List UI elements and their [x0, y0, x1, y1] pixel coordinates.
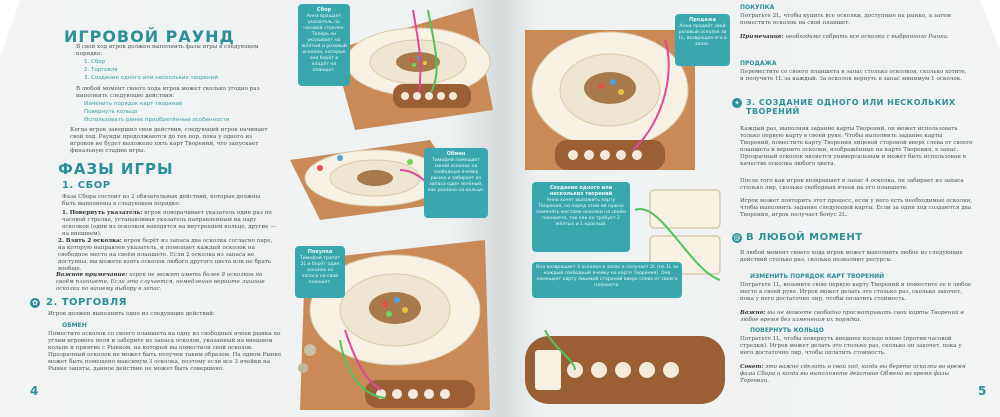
right-page: Продажа Анна продаёт свой розовый осколо… [500, 0, 1000, 417]
anytime-list: Изменить порядок карт творений Повернуть… [84, 100, 274, 124]
anytime-title: В любой момент [746, 232, 863, 243]
connector-line [634, 208, 721, 281]
gear-icon: ✿ [30, 298, 40, 308]
important-note: Важное примечание: игрок не может иметь … [56, 272, 281, 293]
clock-icon: @ [732, 233, 742, 243]
reorder-note-text: вы не можете свободно просматривать свои… [740, 310, 964, 323]
callout-title: Покупка [307, 249, 333, 255]
phases-title: Фазы игры [58, 160, 174, 178]
callout-title: Сбор [316, 7, 332, 13]
board-illustration-collect [333, 8, 493, 130]
sell-title: Продажа [740, 60, 777, 67]
collect-step2: 2. Взять 2 осколка: игрок берёт из запас… [58, 238, 280, 273]
left-page: Игровой раунд В свой ход игрок должен вы… [0, 0, 500, 417]
collect-title: 1. Сбор [62, 180, 111, 191]
trade-intro: Игрок должен выполнить одно из следующих… [48, 311, 215, 317]
player-mat [365, 380, 475, 408]
connector-line [339, 339, 386, 399]
board-illustration-sell [525, 30, 695, 170]
shard-pile [396, 52, 440, 72]
callout-buy: Покупка Тимофей тратит 2L и берёт один о… [295, 246, 345, 298]
exchange-title: Обмен [62, 322, 87, 329]
after-text: После того как игрок возвращает в запас … [740, 178, 964, 191]
board-illustration-buy [298, 240, 490, 410]
callout-sell: Продажа Анна продаёт свой розовый осколо… [675, 14, 730, 66]
connector-line [544, 330, 576, 371]
callout-text: Анна вращает указатель по часовой стрелк… [301, 14, 347, 73]
anytime-item: Повернуть кольцо [84, 109, 138, 115]
anytime-text: В любой момент своего хода игрок может в… [740, 250, 963, 263]
collect-step1-label: 1. Повернуть указатель: [62, 210, 143, 216]
page-number-left: 4 [30, 384, 39, 398]
important-text: игрок не может иметь более 8 осколков на… [56, 272, 265, 292]
rotate-text: Потратьте 1L, чтобы повернуть внешнее ко… [740, 336, 962, 356]
buy-note-label: Примечание: [740, 34, 784, 40]
phase-item: 2. Торговля [84, 67, 118, 73]
collect-step1: 1. Повернуть указатель: игрок поворачива… [62, 210, 277, 238]
round-intro: В свой ход игрок должен выполнить фазы и… [76, 44, 259, 57]
create-text: Каждый раз, выполняя задание карты Творе… [740, 126, 973, 167]
anytime-item: Использовать ранее приобретённые особенн… [84, 117, 230, 123]
callout-title: Создание одного или нескольких творений [549, 185, 613, 197]
phases-list: 1. Сбор 2. Торговля 3. Создание одного и… [84, 58, 274, 82]
board-illustration-create [525, 330, 725, 404]
reorder-note: Важно: вы не можете свободно просматрива… [740, 310, 976, 324]
round-title: Игровой раунд [64, 27, 235, 46]
callout-text: Анна хочет выложить карту Творения, но п… [536, 198, 626, 227]
anytime-intro: В любой момент своего хода игрок может с… [76, 86, 260, 99]
tip-label: Совет: [740, 364, 764, 370]
tip-text: это важно сделать в свой ход, когда вы б… [740, 364, 966, 384]
connector-line [344, 329, 382, 391]
callout-text: Анна продаёт свой розовый осколок за 1L,… [678, 24, 727, 47]
connector-line [427, 9, 438, 93]
callout-exchange: Обмен Тимофей помещает синий осколок на … [424, 148, 488, 218]
callout-create: Создание одного или нескольких творений … [532, 182, 630, 252]
star-icon: ✦ [732, 98, 742, 108]
connector-line [632, 39, 670, 151]
reorder-title: Изменить порядок карт Творений [750, 273, 885, 280]
buy-note-text: необходимо собрать все осколки с выбранн… [785, 34, 949, 40]
reorder-note-label: Важно: [740, 310, 766, 316]
trade-title: 2. Торговля [46, 297, 127, 308]
callout-title: Обмен [446, 151, 466, 157]
callout-bonus: Она возвращает 4 осколка в запас и получ… [532, 262, 682, 298]
callout-collect: Сбор Анна вращает указатель по часовой с… [298, 4, 350, 86]
callout-text: Тимофей помещает синий осколок на свобод… [427, 158, 485, 193]
buy-note: Примечание: необходимо собрать все оскол… [740, 34, 970, 41]
important-label: Важное примечание: [56, 272, 128, 278]
buy-title: Покупка [740, 4, 775, 11]
collect-step2-label: 2. Взять 2 осколка: [58, 238, 122, 244]
create-title: 3. Создание одного или нескольких творен… [746, 98, 956, 116]
tip-note: Совет: это важно сделать в свой ход, ког… [740, 364, 976, 385]
reorder-text: Потратьте 1L, возьмите свою первую карту… [740, 282, 972, 302]
callout-text: Тимофей тратит 2L и берёт один осколок и… [299, 256, 340, 285]
buy-text: Потратьте 2L, чтобы купить все осколки, … [740, 13, 951, 26]
collect-step1-text: игрок поворачивает указатель один раз по… [62, 210, 276, 237]
exchange-text: Поместите осколок со своего планшета на … [48, 331, 282, 372]
callout-text: Она возвращает 4 осколка в запас и получ… [535, 265, 679, 288]
connector-line [412, 9, 422, 93]
repeat-text: Игрок может повторить этот процесс, если… [740, 198, 973, 218]
anytime-item: Изменить порядок карт творений [84, 101, 183, 107]
phase-item: 3. Создание одного или нескольких творен… [84, 75, 218, 81]
page-number-right: 5 [978, 384, 987, 398]
collect-step2-text: игрок берёт из запаса два осколка соглас… [58, 238, 273, 272]
sell-text: Переместите со своего планшета в запас с… [740, 69, 967, 82]
phase-item: 1. Сбор [84, 59, 106, 65]
callout-title: Продажа [689, 17, 716, 23]
round-end-text: Когда игрок завершил свои действия, след… [70, 127, 268, 154]
rotate-title: Повернуть кольцо [750, 327, 824, 334]
collect-intro: Фаза Сбора состоит из 2 обязательных дей… [62, 194, 261, 207]
